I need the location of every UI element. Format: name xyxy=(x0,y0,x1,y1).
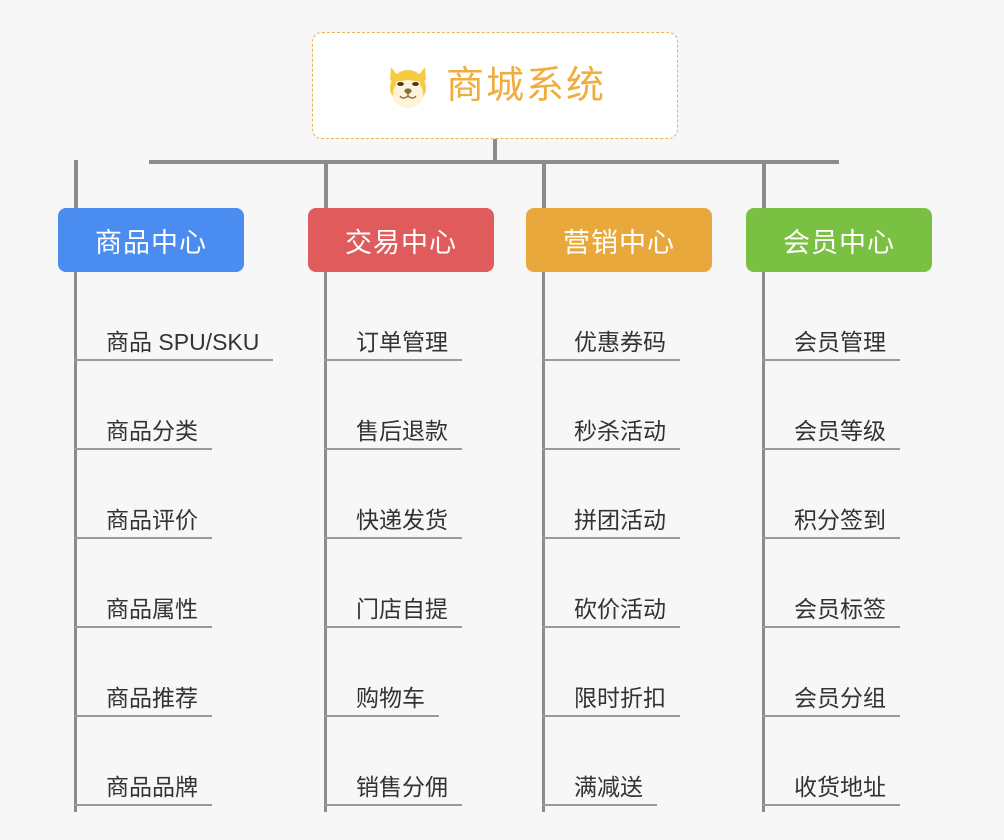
branch-spine-marketing-center xyxy=(542,272,545,812)
leaf-item[interactable]: 商品推荐 xyxy=(74,628,212,717)
leaf-item-label: 商品推荐 xyxy=(106,684,198,711)
leaf-item[interactable]: 商品分类 xyxy=(74,361,212,450)
branch-header-member-center[interactable]: 会员中心 xyxy=(746,208,932,272)
root-title: 商城系统 xyxy=(445,64,606,107)
leaf-item[interactable]: 砍价活动 xyxy=(542,539,680,628)
leaf-item-label: 商品 SPU/SKU xyxy=(106,328,260,355)
leaf-item[interactable]: 销售分佣 xyxy=(324,717,462,806)
leaf-item-underline xyxy=(542,715,680,717)
leaf-item-label: 积分签到 xyxy=(794,506,886,533)
connector-root-stem xyxy=(493,139,497,162)
leaf-item-label: 购物车 xyxy=(356,684,425,711)
leaf-item-label: 会员标签 xyxy=(794,595,886,622)
leaf-item[interactable]: 会员管理 xyxy=(762,272,900,361)
branch-header-trade-center[interactable]: 交易中心 xyxy=(308,208,494,272)
leaf-item[interactable]: 限时折扣 xyxy=(542,628,680,717)
leaf-item-label: 订单管理 xyxy=(356,328,448,355)
leaf-item[interactable]: 商品属性 xyxy=(74,539,212,628)
leaf-item-underline xyxy=(542,448,680,450)
branch-header-marketing-center[interactable]: 营销中心 xyxy=(526,208,712,272)
leaf-item[interactable]: 收货地址 xyxy=(762,717,900,806)
leaf-item[interactable]: 会员等级 xyxy=(762,361,900,450)
leaf-item[interactable]: 商品品牌 xyxy=(74,717,212,806)
leaf-item-label: 收货地址 xyxy=(794,773,886,800)
leaf-item-underline xyxy=(74,804,212,806)
leaf-item-underline xyxy=(542,626,680,628)
leaf-item[interactable]: 门店自提 xyxy=(324,539,462,628)
leaf-item-label: 商品评价 xyxy=(106,506,198,533)
leaf-item[interactable]: 会员分组 xyxy=(762,628,900,717)
leaf-item-underline xyxy=(324,804,462,806)
leaf-item-underline xyxy=(762,715,900,717)
leaf-item[interactable]: 会员标签 xyxy=(762,539,900,628)
leaf-item-label: 快递发货 xyxy=(356,506,448,533)
leaf-item-label: 商品品牌 xyxy=(106,773,198,800)
leaf-item[interactable]: 满减送 xyxy=(542,717,657,806)
branch-member-center: 会员中心会员管理会员等级积分签到会员标签会员分组收货地址 xyxy=(746,208,932,812)
leaf-item-label: 秒杀活动 xyxy=(574,417,666,444)
branch-spine-member-center xyxy=(762,272,765,812)
branch-spine-trade-center xyxy=(324,272,327,812)
leaf-item-label: 会员分组 xyxy=(794,684,886,711)
leaf-item-underline xyxy=(542,804,657,806)
leaf-item[interactable]: 售后退款 xyxy=(324,361,462,450)
leaf-item-label: 销售分佣 xyxy=(356,773,448,800)
leaf-item-underline xyxy=(324,359,462,361)
leaf-item-label: 满减送 xyxy=(574,773,643,800)
leaf-item-underline xyxy=(762,626,900,628)
leaf-item-underline xyxy=(74,359,274,361)
leaf-item[interactable]: 订单管理 xyxy=(324,272,462,361)
leaf-item-label: 商品分类 xyxy=(106,417,198,444)
leaf-item-underline xyxy=(74,537,212,539)
leaf-item[interactable]: 秒杀活动 xyxy=(542,361,680,450)
connector-drop-member-center xyxy=(762,160,766,208)
leaf-item-label: 优惠券码 xyxy=(574,328,666,355)
leaf-item-label: 拼团活动 xyxy=(574,506,666,533)
leaf-item-underline xyxy=(762,359,900,361)
leaf-item-underline xyxy=(324,626,462,628)
connector-drop-marketing-center xyxy=(542,160,546,208)
connector-horizontal-bus xyxy=(149,160,839,164)
leaf-item-underline xyxy=(324,537,462,539)
leaf-item-underline xyxy=(542,359,680,361)
leaf-item-label: 门店自提 xyxy=(356,595,448,622)
connector-drop-product-center xyxy=(74,160,78,208)
leaf-item[interactable]: 积分签到 xyxy=(762,450,900,539)
leaf-item[interactable]: 优惠券码 xyxy=(542,272,680,361)
root-node[interactable]: 商城系统 xyxy=(312,32,678,139)
leaf-item-label: 砍价活动 xyxy=(574,595,666,622)
leaf-item-label: 商品属性 xyxy=(106,595,198,622)
leaf-item-label: 会员管理 xyxy=(794,328,886,355)
leaf-item-label: 售后退款 xyxy=(356,417,448,444)
leaf-item-underline xyxy=(542,537,680,539)
branch-marketing-center: 营销中心优惠券码秒杀活动拼团活动砍价活动限时折扣满减送 xyxy=(526,208,712,812)
leaf-item-underline xyxy=(762,804,900,806)
leaf-item[interactable]: 商品评价 xyxy=(74,450,212,539)
leaf-item[interactable]: 快递发货 xyxy=(324,450,462,539)
leaf-item-underline xyxy=(74,448,212,450)
leaf-item-underline xyxy=(762,448,900,450)
branch-header-product-center[interactable]: 商品中心 xyxy=(58,208,244,272)
branch-spine-product-center xyxy=(74,272,77,812)
leaf-item[interactable]: 拼团活动 xyxy=(542,450,680,539)
leaf-item-underline xyxy=(74,715,212,717)
connector-drop-trade-center xyxy=(324,160,328,208)
branch-trade-center: 交易中心订单管理售后退款快递发货门店自提购物车销售分佣 xyxy=(308,208,494,812)
leaf-item-label: 限时折扣 xyxy=(574,684,666,711)
leaf-item[interactable]: 购物车 xyxy=(324,628,439,717)
leaf-item[interactable]: 商品 SPU/SKU xyxy=(74,272,274,361)
leaf-item-underline xyxy=(324,448,462,450)
branch-product-center: 商品中心商品 SPU/SKU 商品分类商品评价商品属性商品推荐商品品牌 xyxy=(58,208,274,812)
leaf-item-underline xyxy=(324,715,439,717)
leaf-item-label: 会员等级 xyxy=(794,417,886,444)
leaf-item-underline xyxy=(74,626,212,628)
leaf-item-underline xyxy=(762,537,900,539)
shiba-dog-emoji xyxy=(384,63,432,109)
